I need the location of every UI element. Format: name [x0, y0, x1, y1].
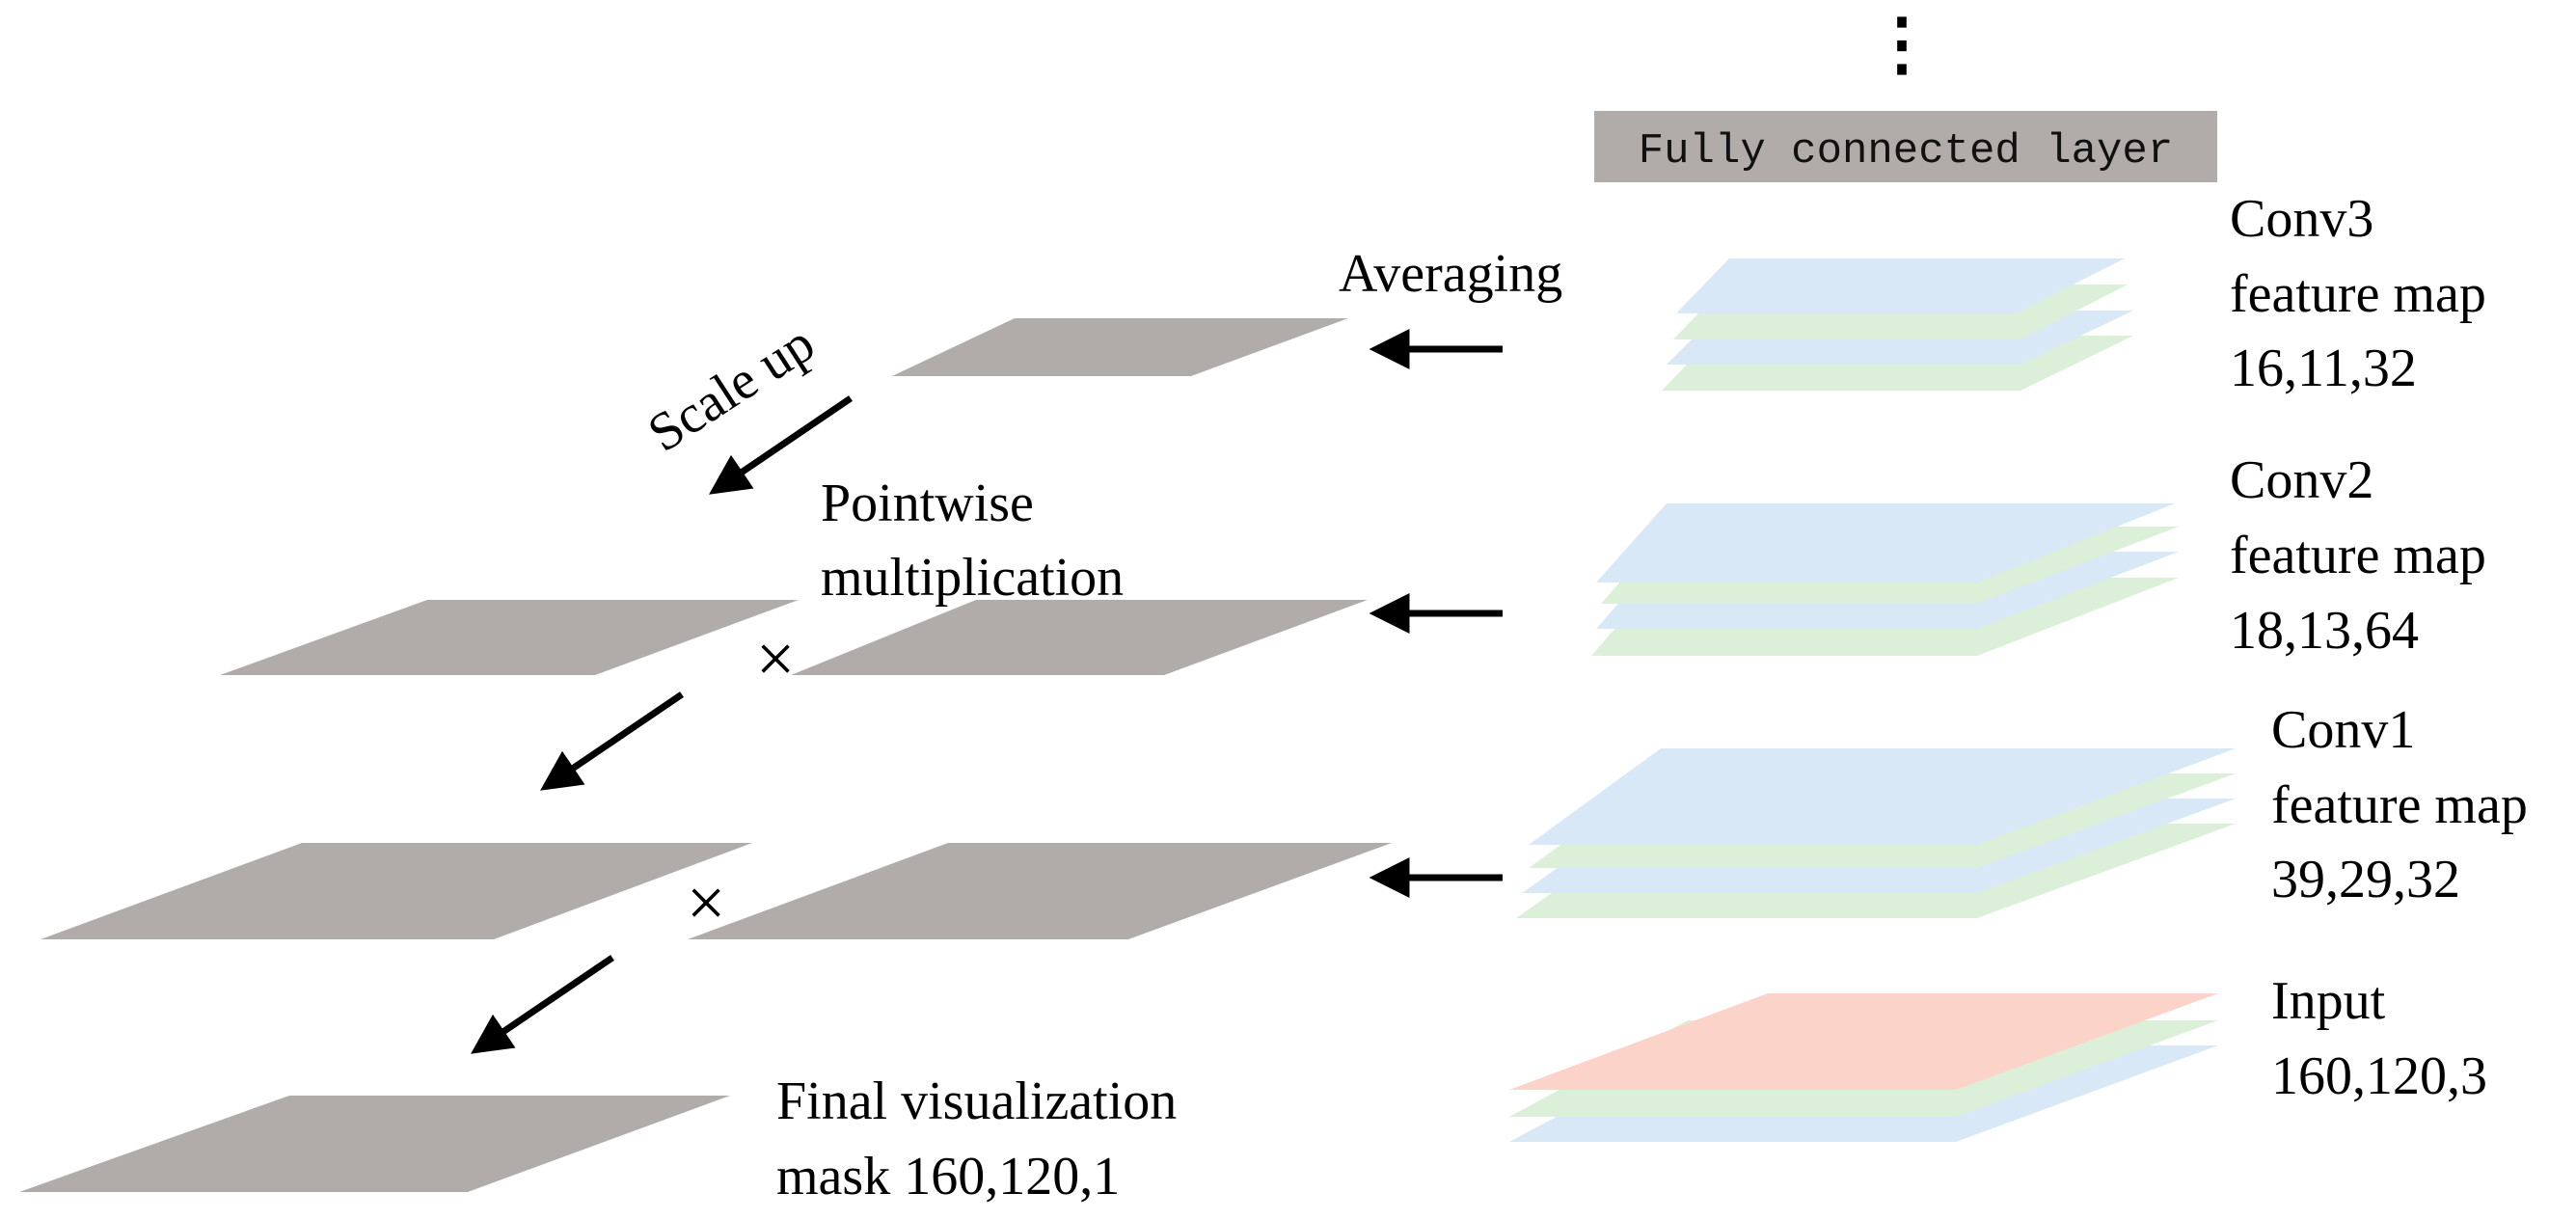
conv1-label: Conv1 feature map 39,29,32	[2271, 700, 2528, 909]
multiply-icon: ×	[687, 864, 726, 941]
conv1-name: Conv1	[2271, 700, 2415, 760]
conv2-dims: 18,13,64	[2230, 601, 2419, 661]
final-mask	[19, 1096, 730, 1192]
input-stack	[1509, 993, 2218, 1142]
upscaled-map-1	[220, 600, 799, 675]
conv1-feature-stack	[1516, 748, 2236, 918]
vertical-ellipsis-icon: ⋮	[1867, 6, 1937, 83]
conv3-name: Conv3	[2230, 189, 2373, 249]
averaged-maps	[688, 318, 1392, 939]
conv2-layer-1	[1596, 503, 2175, 583]
final-visualization-label: Final visualization mask 160,120,1	[776, 1071, 1177, 1206]
arrow-scale-up-2	[540, 691, 684, 791]
final-line2: mask 160,120,1	[776, 1147, 1120, 1206]
conv3-layer-1	[1676, 258, 2125, 313]
avg-map-conv1	[688, 843, 1392, 939]
multiply-icon: ×	[756, 620, 796, 697]
conv2-label: Conv2 feature map 18,13,64	[2230, 450, 2486, 661]
conv2-name: Conv2	[2230, 450, 2373, 510]
averaging-arrows	[1369, 329, 1503, 898]
input-name: Input	[2271, 971, 2386, 1031]
input-label: Input 160,120,3	[2271, 971, 2487, 1106]
upscaled-map-2	[41, 843, 752, 939]
conv1-layer-1	[1529, 748, 2236, 845]
input-layer-red	[1509, 993, 2218, 1090]
conv3-desc: feature map	[2230, 264, 2486, 324]
final-line1: Final visualization	[776, 1071, 1177, 1131]
conv3-feature-stack	[1662, 258, 2133, 391]
fc-layer-box	[1594, 111, 2217, 182]
product-maps	[19, 600, 799, 1192]
averaging-label: Averaging	[1339, 244, 1562, 304]
conv3-label: Conv3 feature map 16,11,32	[2230, 189, 2486, 398]
pointwise-line2: multiplication	[821, 548, 1124, 608]
fully-connected-layer: Fully connected layer	[1594, 111, 2217, 182]
scale-up-arrows	[471, 395, 853, 1054]
arrow-scale-up-1	[709, 395, 853, 495]
conv2-desc: feature map	[2230, 526, 2486, 585]
conv1-dims: 39,29,32	[2271, 850, 2460, 909]
scale-up-label: Scale up	[637, 313, 825, 464]
pointwise-label: Pointwise multiplication	[821, 474, 1124, 608]
fc-layer-label: Fully connected layer	[1639, 127, 2174, 176]
avg-map-conv3	[892, 318, 1348, 376]
pointwise-line1: Pointwise	[821, 474, 1034, 533]
conv2-feature-stack	[1591, 503, 2179, 656]
avg-map-conv2	[791, 600, 1368, 675]
conv3-dims: 16,11,32	[2230, 339, 2417, 398]
arrow-scale-up-3	[471, 955, 614, 1054]
conv1-desc: feature map	[2271, 775, 2528, 835]
input-dims: 160,120,3	[2271, 1046, 2487, 1106]
